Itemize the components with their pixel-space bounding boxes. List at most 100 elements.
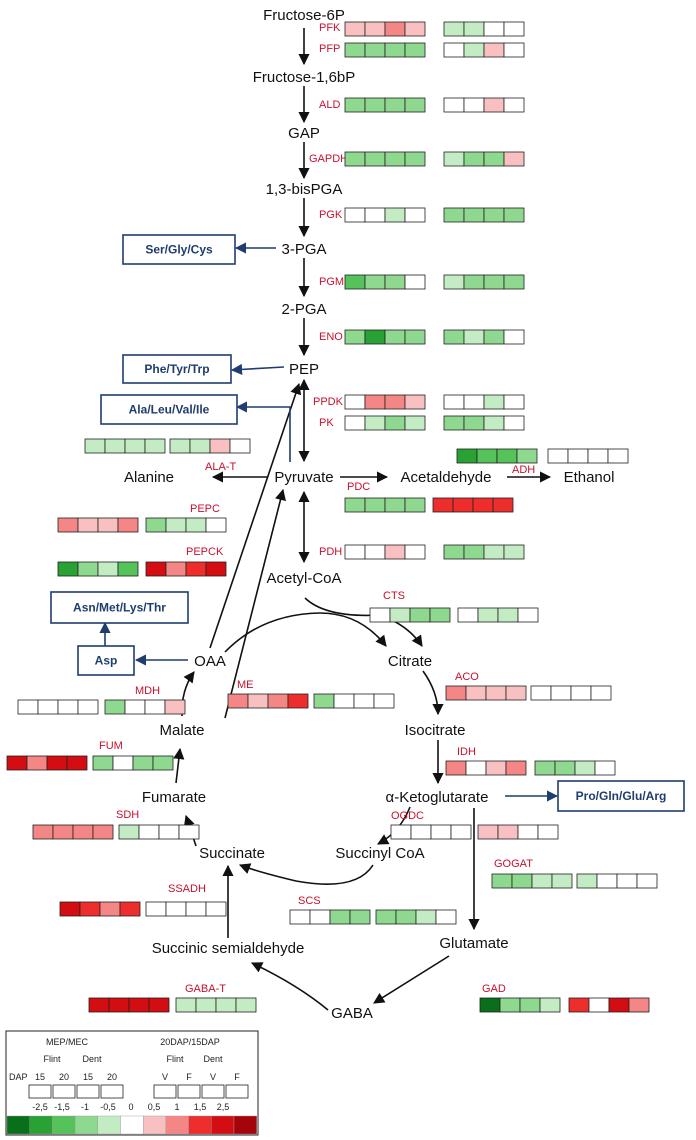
heat-cell-mep-mec (77, 561, 99, 577)
heat-cell-mep-mec (117, 517, 139, 533)
pathway-box-ala-leu-val-ile: Ala/Leu/Val/Ile (100, 394, 238, 425)
legend-sample-cell (153, 1084, 177, 1099)
heat-cell-dap-ratio (483, 329, 505, 345)
metabolite-malate: Malate (159, 722, 204, 739)
heat-cell-mep-mec (445, 685, 467, 701)
legend-scale-label: 1 (174, 1102, 179, 1112)
heat-cell-dap-ratio (463, 544, 485, 560)
legend-scale-label: 0,5 (148, 1102, 161, 1112)
pathway-box-label: Asn/Met/Lys/Thr (73, 601, 166, 615)
heat-cell-mep-mec (516, 448, 538, 464)
enzyme-gapdh: GAPDH (309, 151, 525, 167)
heat-cell-dap-ratio (517, 824, 539, 840)
heat-cell-dap-ratio (503, 274, 525, 290)
heat-cell-mep-mec (97, 561, 119, 577)
heat-cell-dap-ratio (503, 42, 525, 58)
metabolite-gap: GAP (288, 125, 320, 142)
heat-cell-mep-mec (491, 873, 513, 889)
heat-cell-dap-ratio (463, 42, 485, 58)
heat-cell-mep-mec (505, 685, 527, 701)
heat-cell-mep-mec (364, 329, 386, 345)
heat-cell-mep-mec (390, 824, 412, 840)
metabolite-acetyl-coa: Acetyl-CoA (266, 570, 341, 587)
heat-cell-dap-ratio (616, 873, 638, 889)
enzyme-label: GABA-T (185, 983, 226, 995)
heat-cell-dap-ratio (503, 207, 525, 223)
enzyme-label: SDH (116, 809, 139, 821)
heat-cell-dap-ratio (477, 607, 499, 623)
heat-cell-mep-mec (88, 997, 110, 1013)
heat-cell-mep-mec (485, 685, 507, 701)
heat-cell-dap-ratio (178, 824, 200, 840)
enzyme-label: OGDC (391, 810, 424, 822)
heat-cell-dap-ratio (457, 607, 479, 623)
heat-cell-dap-ratio (132, 755, 154, 771)
heat-cell-dap-ratio (443, 394, 465, 410)
heat-cell-dap-ratio (92, 755, 114, 771)
heat-cell-mep-mec (404, 274, 426, 290)
heat-cell-mep-mec (108, 997, 130, 1013)
heat-cell-dap-ratio (205, 517, 227, 533)
heat-cell-dap-ratio (497, 824, 519, 840)
heat-cell-mep-mec (77, 517, 99, 533)
heat-cell-dap-ratio (567, 448, 589, 464)
pathway-box-label: Pro/Gln/Glu/Arg (576, 789, 667, 803)
heat-cell-dap-ratio (152, 755, 174, 771)
heat-cell-mep-mec (496, 448, 518, 464)
metabolite-pep: PEP (289, 361, 319, 378)
metabolite-citrate: Citrate (388, 653, 432, 670)
legend-scale-swatch (29, 1115, 53, 1135)
legend-scale-swatch (165, 1115, 189, 1135)
heat-cell-mep-mec (476, 448, 498, 464)
heat-cell-mep-mec (364, 497, 386, 513)
legend-right-group: Dent (203, 1054, 223, 1064)
heat-cell-mep-mec (52, 824, 74, 840)
arrow-fumarate-malate (173, 747, 185, 784)
heat-cell-dap-ratio (483, 274, 505, 290)
heat-cell-dap-ratio (554, 760, 576, 776)
heat-cell-mep-mec (404, 497, 426, 513)
heat-cell-dap-ratio (463, 21, 485, 37)
legend-sample-cell (52, 1084, 76, 1099)
metabolite-13-bispga: 1,3-bisPGA (266, 181, 343, 198)
heat-cell-dap-ratio (104, 699, 126, 715)
metabolite-pyruvate: Pyruvate (274, 469, 333, 486)
heat-cell-mep-mec (364, 394, 386, 410)
pathway-box-phe-tyr-trp: Phe/Tyr/Trp (122, 354, 232, 384)
heat-cell-mep-mec (404, 21, 426, 37)
heat-cell-mep-mec (247, 693, 269, 709)
heat-cell-dap-ratio (530, 685, 552, 701)
heat-cell-dap-ratio (145, 517, 167, 533)
enzyme-pdh: PDH (319, 544, 525, 560)
heat-cell-dap-ratio (590, 685, 612, 701)
heat-cell-dap-ratio (175, 997, 197, 1013)
heat-cell-dap-ratio (205, 901, 227, 917)
enzyme-label: GOGAT (494, 858, 533, 870)
legend-left-col: 20 (59, 1072, 69, 1082)
heat-cell-dap-ratio (235, 997, 257, 1013)
heat-cell-dap-ratio (483, 42, 505, 58)
heat-cell-dap-ratio (209, 438, 231, 454)
heat-cell-dap-ratio (636, 873, 658, 889)
heat-cell-dap-ratio (443, 21, 465, 37)
legend-left-col: 15 (83, 1072, 93, 1082)
heat-cell-dap-ratio (588, 997, 610, 1013)
heat-cell-mep-mec (344, 151, 366, 167)
legend-scale-label: -1,5 (54, 1102, 70, 1112)
legend-left-col: 15 (35, 1072, 45, 1082)
arrow-oaa-pep (209, 382, 302, 649)
heat-cell-mep-mec (344, 42, 366, 58)
heat-cell-mep-mec (364, 415, 386, 431)
enzyme-pfk: PFK (319, 21, 525, 37)
heat-cell-dap-ratio (443, 151, 465, 167)
enzyme-gogat: GOGAT (491, 858, 658, 889)
enzyme-sdh: SDH (32, 809, 200, 840)
heat-cell-dap-ratio (443, 544, 465, 560)
heat-cell-dap-ratio (145, 901, 167, 917)
heat-cell-mep-mec (144, 438, 166, 454)
heat-cell-dap-ratio (118, 824, 140, 840)
arrow-succinylcoa-succinate (238, 863, 374, 885)
legend-scale-swatch (188, 1115, 212, 1135)
